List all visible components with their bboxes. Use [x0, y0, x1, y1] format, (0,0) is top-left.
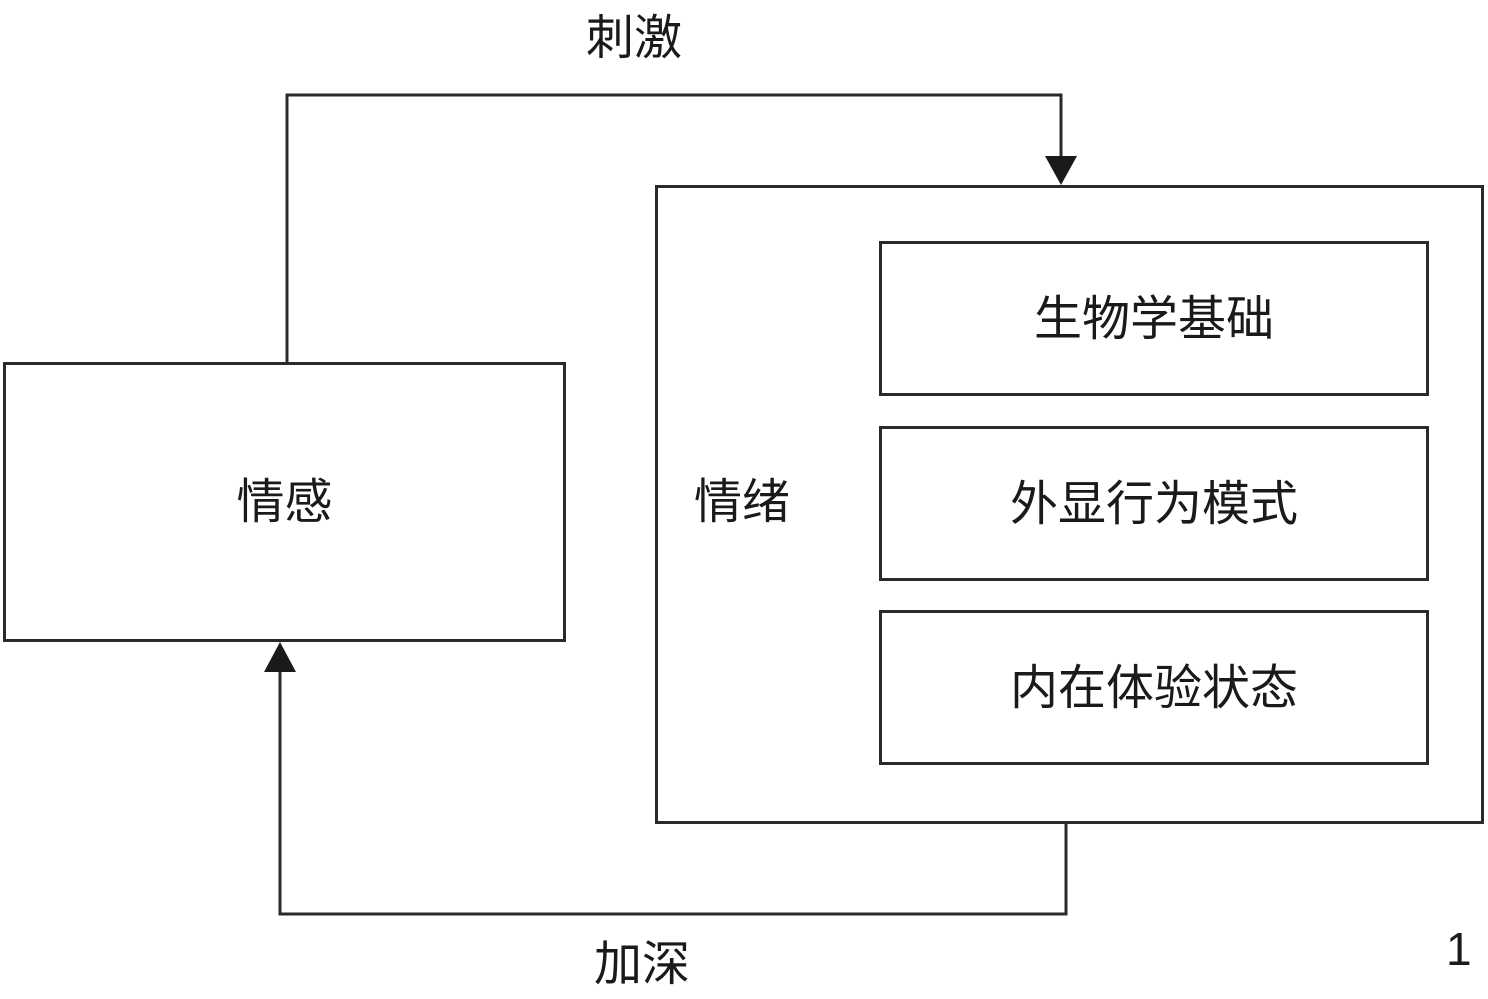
stimulus-connector	[285, 93, 1063, 362]
deepen-label: 加深	[594, 936, 691, 992]
emotion-label: 情绪	[694, 474, 791, 530]
component-label: 内在体验状态	[1009, 659, 1298, 716]
component-label: 生物学基础	[1033, 290, 1274, 347]
emotion-box	[655, 185, 1484, 824]
deepen-arrowhead	[264, 642, 296, 672]
feeling-label: 情感	[236, 474, 333, 530]
figure-number: 1	[1446, 923, 1472, 975]
component-box-behavior-pattern: 外显行为模式	[879, 426, 1429, 581]
stimulus-arrowhead	[1045, 156, 1077, 185]
component-box-biological-basis: 生物学基础	[879, 241, 1429, 396]
feeling-box: 情感	[3, 362, 566, 642]
stimulus-label: 刺激	[586, 10, 683, 66]
component-label: 外显行为模式	[1009, 475, 1298, 532]
deepen-connector	[278, 672, 1068, 916]
component-box-inner-experience: 内在体验状态	[879, 610, 1429, 765]
